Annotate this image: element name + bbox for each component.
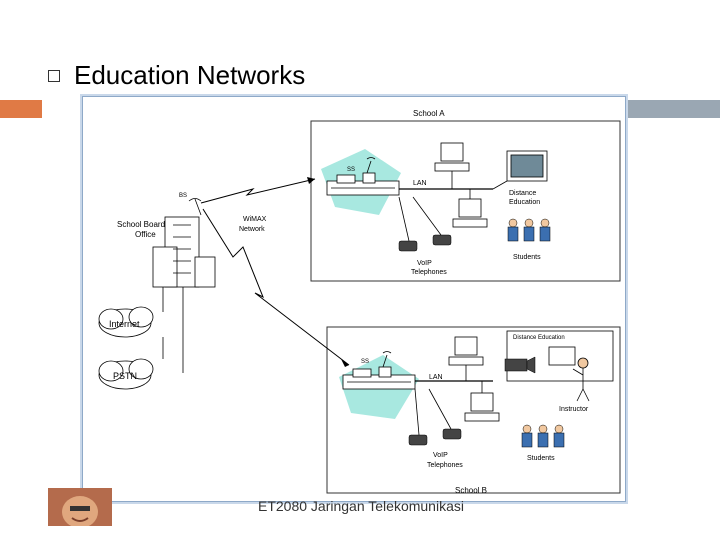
school-a-box [310,120,621,282]
school-b-camera-icon [504,356,536,374]
school-b-instructor-label: Instructor [559,406,589,413]
school-b-computer-icon [448,336,484,381]
school-board-label-2: Office [135,230,156,239]
school-b-antenna-icon [382,351,392,368]
school-b-ss-label: SS [361,359,369,365]
school-a-students-icon [507,218,551,242]
pstn-cloud-icon [98,358,154,390]
wimax-label-1: WiMAX [243,216,267,223]
bs-antenna-icon [188,198,202,216]
pstn-label: PSTN [113,371,137,381]
school-a-voip-label-1: VoIP [417,260,432,267]
school-b-computer-icon-2 [464,381,500,422]
school-b-distance-education-label: Distance Education [513,335,565,341]
school-b-lan-label: LAN [429,374,443,381]
school-board-building-icon [152,216,216,288]
wireless-link-school-b [202,208,350,366]
network-diagram: School A SS LAN Distance Education Stude… [82,96,626,502]
wireless-link-school-a [200,178,316,204]
school-b-voip-label-2: Telephones [427,462,463,469]
accent-bar-right [624,100,720,118]
accent-bar-left [0,100,42,118]
internet-label: Internet [109,319,140,329]
school-b-distance-education-box [506,330,614,382]
bs-label: BS [179,193,187,199]
school-b-instructor-icon [548,346,590,402]
slide-footer: ET2080 Jaringan Telekomunikasi [258,498,464,514]
school-a-distance-education-2: Education [509,199,540,206]
school-a-antenna-icon [366,157,376,174]
school-b-students-icon [521,424,565,448]
school-a-voip-label-2: Telephones [411,269,447,276]
square-bullet-icon [48,70,60,82]
school-board-label-1: School Board [117,220,165,229]
school-b-phone-icon [408,428,462,446]
presenter-photo [48,488,112,526]
school-b-students-label: Students [527,455,555,462]
wimax-label-2: Network [239,226,265,233]
school-a-phone-icon [398,234,452,252]
school-b-label: School B [455,486,487,495]
school-a-ss-label: SS [347,167,355,173]
school-a-computer-icon-2 [452,189,488,228]
school-a-students-label: Students [513,254,541,261]
school-b-building-icon [342,366,416,390]
slide-title: Education Networks [74,60,306,90]
internet-cloud-icon [98,306,154,338]
school-a-distance-education-1: Distance [509,190,536,197]
school-a-label: School A [413,109,445,118]
school-b-box [326,326,621,494]
school-a-display-icon [492,150,548,190]
school-a-computer-icon [434,142,470,189]
school-a-lan-label: LAN [413,180,427,187]
school-b-voip-label-1: VoIP [433,452,448,459]
school-a-building-icon [326,172,400,196]
